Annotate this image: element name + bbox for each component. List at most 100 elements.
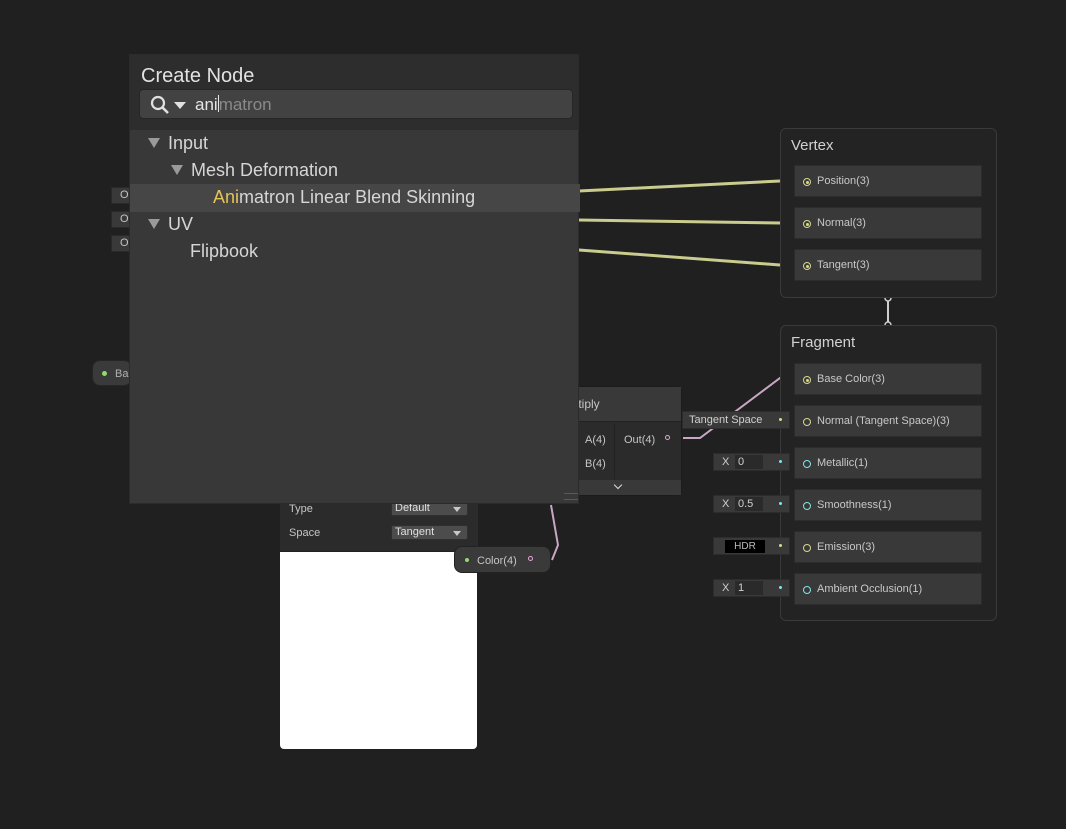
port-dot (803, 262, 811, 270)
port-dot (779, 418, 782, 421)
emission-field[interactable]: HDR (713, 537, 790, 555)
search-options-dropdown-icon[interactable] (174, 102, 186, 109)
vertex-port-position[interactable]: Position(3) (794, 165, 982, 197)
port-label: Ambient Occlusion(1) (817, 583, 923, 595)
port-dot (779, 502, 782, 505)
tangent-space-field[interactable]: Tangent Space (682, 411, 790, 429)
tree-item-label: Input (168, 133, 209, 153)
tree-item-label: Mesh Deformation (191, 160, 339, 180)
smoothness-field[interactable]: X 0.5 (713, 495, 790, 513)
port-dot (803, 178, 811, 186)
vertex-block[interactable]: Vertex Position(3) Normal(3) Tangent(3) (780, 128, 997, 298)
fragment-port-normal[interactable]: Normal (Tangent Space)(3) (794, 405, 982, 437)
color-port-ring[interactable] (528, 556, 533, 561)
partial-field[interactable]: O (111, 187, 131, 204)
multiply-header (561, 387, 681, 422)
search-icon[interactable] (150, 95, 170, 115)
vertex-title: Vertex (791, 137, 834, 154)
vertex-port-normal[interactable]: Normal(3) (794, 207, 982, 239)
fragment-port-ambient-occlusion[interactable]: Ambient Occlusion(1) (794, 573, 982, 605)
partial-field[interactable]: O (111, 211, 131, 228)
partial-field-label: O (120, 237, 129, 249)
type-label: Type (289, 503, 313, 515)
port-dot (779, 544, 782, 547)
tree-item-label: UV (168, 214, 194, 234)
port-b[interactable]: B(4) (585, 458, 606, 470)
port-dot (803, 418, 811, 426)
vertex-port-tangent[interactable]: Tangent(3) (794, 249, 982, 281)
tangent-space-label: Tangent Space (689, 414, 763, 426)
chevron-down-icon (613, 480, 623, 490)
partial-field[interactable]: O (111, 235, 131, 252)
space-label: Space (289, 527, 321, 539)
smoothness-value[interactable]: 0.5 (735, 497, 763, 511)
port-label: Smoothness(1) (817, 499, 892, 511)
ambient-occlusion-value[interactable]: 1 (735, 581, 763, 595)
sample-node-settings: Type Default Space Tangent (280, 495, 478, 551)
wire-tangent (578, 248, 781, 267)
port-label: Tangent(3) (817, 259, 870, 271)
fragment-port-metallic[interactable]: Metallic(1) (794, 447, 982, 479)
wire-color-to-multiply (550, 504, 560, 561)
tree-item-input[interactable]: Input (148, 133, 208, 154)
port-dot (102, 371, 107, 376)
expand-triangle-icon[interactable] (148, 219, 160, 229)
ambient-occlusion-field[interactable]: X 1 (713, 579, 790, 597)
create-node-popup[interactable]: Create Node animatron Input Mesh Deforma… (129, 54, 580, 504)
space-dropdown[interactable]: Tangent (391, 525, 468, 540)
tree-list: Input Mesh Deformation Animatron Linear … (130, 131, 580, 503)
expand-triangle-icon[interactable] (171, 165, 183, 175)
port-dot (803, 502, 811, 510)
wire-normal (578, 218, 781, 225)
base-property-node[interactable]: Bas (92, 360, 134, 386)
port-label: Base Color(3) (817, 373, 885, 385)
port-label: Normal (Tangent Space)(3) (817, 415, 950, 427)
port-label: Metallic(1) (817, 457, 868, 469)
port-dot (803, 544, 811, 552)
out-port-dot[interactable] (665, 435, 670, 440)
axis-label: X (722, 498, 730, 510)
color-output-pill[interactable]: Color(4) (454, 546, 551, 573)
tree-item-mesh-deformation[interactable]: Mesh Deformation (171, 160, 338, 181)
fragment-port-smoothness[interactable]: Smoothness(1) (794, 489, 982, 521)
expand-bar[interactable] (561, 480, 681, 495)
resize-grip[interactable] (564, 493, 578, 500)
port-label: Normal(3) (817, 217, 866, 229)
port-label: Emission(3) (817, 541, 876, 553)
tree-item-flipbook[interactable]: Flipbook (190, 241, 258, 262)
fragment-block[interactable]: Fragment Base Color(3) Normal (Tangent S… (780, 325, 997, 621)
port-dot (779, 586, 782, 589)
axis-label: X (722, 582, 730, 594)
match-rest: matron Linear Blend Skinning (239, 187, 476, 207)
port-dot (803, 586, 811, 594)
tree-item-animatron-linear-blend-skinning[interactable]: Animatron Linear Blend Skinning (130, 184, 580, 212)
popup-title: Create Node (141, 65, 255, 87)
port-dot (779, 460, 782, 463)
texture-preview (280, 552, 477, 749)
port-label: Position(3) (817, 175, 870, 187)
tree-item-label: Animatron Linear Blend Skinning (213, 187, 475, 208)
port-dot (465, 558, 469, 562)
fragment-port-emission[interactable]: Emission(3) (794, 531, 982, 563)
port-out[interactable]: Out(4) (624, 434, 656, 446)
fragment-title: Fragment (791, 334, 856, 351)
tree-item-label: Flipbook (190, 241, 259, 261)
fragment-port-base-color[interactable]: Base Color(3) (794, 363, 982, 395)
partial-field-label: O (120, 213, 129, 225)
color-output-label: Color(4) (477, 555, 517, 567)
port-a[interactable]: A(4) (585, 434, 606, 446)
metallic-field[interactable]: X 0 (713, 453, 790, 471)
typed-text: ani (195, 95, 218, 114)
suggestion-text: matron (218, 95, 272, 114)
partial-field-label: O (120, 189, 129, 201)
search-input[interactable]: animatron (139, 89, 573, 119)
wire-position (578, 179, 781, 193)
hdr-color-swatch[interactable]: HDR (725, 540, 765, 553)
metallic-value[interactable]: 0 (735, 455, 763, 469)
axis-label: X (722, 456, 730, 468)
tree-item-uv[interactable]: UV (148, 214, 193, 235)
expand-triangle-icon[interactable] (148, 138, 160, 148)
text-cursor (217, 95, 219, 112)
port-dot (803, 220, 811, 228)
match-highlight: Ani (213, 187, 240, 207)
